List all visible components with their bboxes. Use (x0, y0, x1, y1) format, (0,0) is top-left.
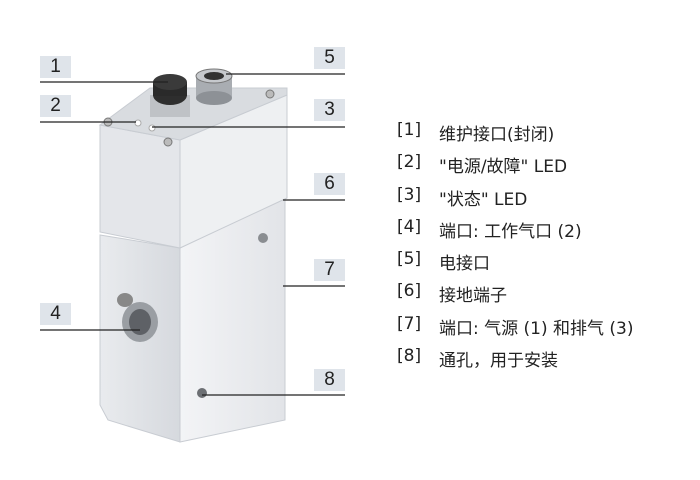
legend-number: [4] (397, 216, 422, 237)
legend-text: 通孔，用于安装 (439, 351, 558, 372)
callout-6: 6 (314, 173, 345, 195)
legend-text: 电接口 (439, 254, 490, 275)
legend-item: [3] "状态" LED (397, 185, 634, 217)
led-power-fault (134, 119, 142, 127)
legend-item: [8] 通孔，用于安装 (397, 346, 634, 378)
legend-text: "状态" LED (439, 189, 528, 210)
legend-item: [6] 接地端子 (397, 281, 634, 313)
callout-5: 5 (314, 47, 345, 69)
mounting-through-hole (197, 388, 207, 398)
legend-text: "电源/故障" LED (439, 157, 568, 178)
legend-number: [8] (397, 346, 422, 367)
legend-text: 维护接口(封闭) (439, 125, 555, 145)
screw (163, 137, 173, 147)
electrical-connector (195, 68, 233, 105)
legend-item: [5] 电接口 (397, 249, 634, 281)
callout-8: 8 (314, 369, 345, 391)
legend-text: 端口: 工作气口 (2) (439, 221, 582, 242)
legend-item: [2] "电源/故障" LED (397, 152, 634, 184)
legend: [1] 维护接口(封闭) [2] "电源/故障" LED [3] "状态" LED [… (397, 120, 634, 378)
legend-number: [1] (397, 120, 422, 140)
callout-2: 2 (40, 95, 71, 117)
led-status (148, 124, 156, 132)
legend-number: [6] (397, 281, 422, 302)
callout-4: 4 (40, 303, 71, 325)
legend-number: [7] (397, 313, 422, 334)
legend-number: [3] (397, 184, 422, 205)
maintenance-port-cap (150, 74, 190, 117)
ground-terminal-hole (258, 233, 268, 243)
legend-item: [7] 端口: 气源 (1) 和排气 (3) (397, 314, 634, 346)
legend-item: [1] 维护接口(封闭) (397, 120, 634, 152)
legend-number: [2] (397, 152, 422, 173)
callout-3: 3 (314, 99, 345, 121)
callout-7: 7 (314, 259, 345, 281)
leader-lines (40, 73, 345, 396)
legend-text: 接地端子 (439, 286, 507, 307)
working-port-2 (117, 293, 158, 342)
legend-text: 端口: 气源 (1) 和排气 (3) (439, 318, 634, 339)
screw (265, 89, 275, 99)
legend-item: [4] 端口: 工作气口 (2) (397, 217, 634, 249)
cap-top-face (98, 87, 288, 141)
callout-1: 1 (40, 56, 71, 78)
legend-number: [5] (397, 249, 422, 270)
